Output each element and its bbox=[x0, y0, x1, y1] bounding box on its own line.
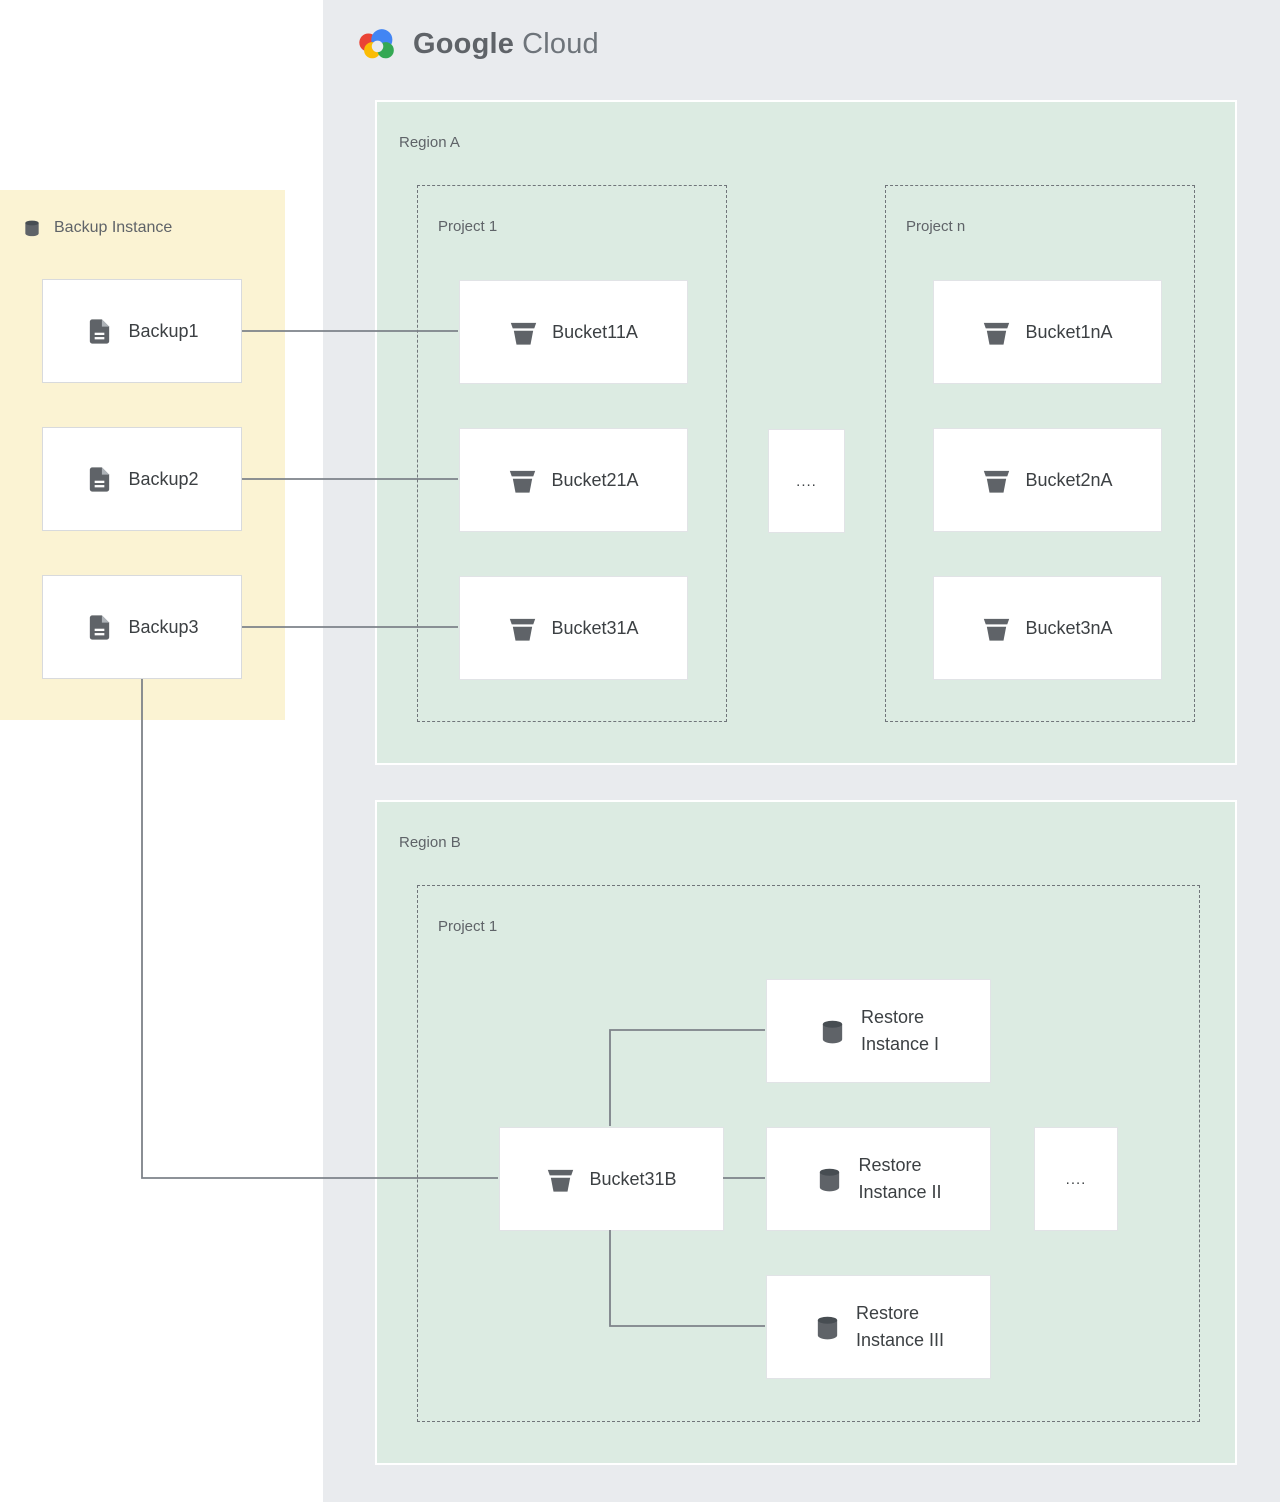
google-cloud-icon bbox=[355, 29, 401, 63]
node-label: Bucket11A bbox=[552, 321, 638, 342]
node-bucket3na: Bucket3nA bbox=[933, 576, 1162, 680]
ellipsis-box-region-a: .... bbox=[768, 429, 845, 533]
node-label: Bucket31A bbox=[551, 617, 639, 638]
node-label: Backup3 bbox=[128, 616, 199, 637]
node-bucket1na: Bucket1nA bbox=[933, 280, 1162, 384]
bucket-icon bbox=[510, 322, 537, 345]
node-label: Backup1 bbox=[128, 320, 199, 341]
region-a-label: Region A bbox=[399, 134, 460, 151]
ellipsis-box-region-b: .... bbox=[1034, 1127, 1118, 1231]
node-backup2: Backup2 bbox=[42, 427, 242, 531]
node-bucket31b: Bucket31B bbox=[499, 1127, 724, 1231]
node-restore-instance-2: Restore Instance II bbox=[766, 1127, 991, 1231]
backup-instance-panel: Backup Instance Backup1 Backup2 Backup3 bbox=[0, 190, 285, 720]
backup-instance-header: Backup Instance bbox=[20, 218, 172, 238]
ellipsis-text: .... bbox=[796, 472, 817, 490]
node-label: Bucket3nA bbox=[1025, 617, 1113, 638]
node-backup3: Backup3 bbox=[42, 575, 242, 679]
document-icon bbox=[90, 614, 110, 640]
node-label: Bucket1nA bbox=[1025, 321, 1113, 342]
node-bucket31a: Bucket31A bbox=[459, 576, 688, 680]
node-bucket2na: Bucket2nA bbox=[933, 428, 1162, 532]
document-icon bbox=[90, 318, 110, 344]
node-label: Bucket31B bbox=[589, 1168, 677, 1189]
node-label: Bucket2nA bbox=[1025, 469, 1113, 490]
bucket-icon bbox=[984, 322, 1010, 345]
node-bucket11a: Bucket11A bbox=[459, 280, 688, 384]
bucket-icon bbox=[984, 618, 1010, 641]
backup-panel-title: Backup Instance bbox=[54, 219, 173, 236]
region-a: Region A Project 1 Bucket11A Bucket21A B… bbox=[375, 100, 1237, 765]
logo-product: Cloud bbox=[522, 28, 599, 60]
project-1-label: Project 1 bbox=[438, 218, 498, 235]
bucket-icon bbox=[548, 1169, 574, 1192]
database-cylinder-icon bbox=[822, 1020, 843, 1043]
node-label: Restore Instance II bbox=[858, 1155, 942, 1202]
node-label: Backup2 bbox=[128, 468, 199, 489]
database-cylinder-icon bbox=[25, 220, 39, 237]
region-b: Region B Project 1 Restore Instance I Bu… bbox=[375, 800, 1237, 1465]
document-icon bbox=[90, 466, 110, 492]
region-a-project-1: Project 1 Bucket11A Bucket21A Bucket31A bbox=[417, 185, 727, 722]
database-cylinder-icon bbox=[820, 1168, 840, 1191]
project-n-label: Project n bbox=[906, 218, 966, 235]
logo-brand: Google bbox=[413, 28, 515, 60]
node-backup1: Backup1 bbox=[42, 279, 242, 383]
node-label: Restore Instance I bbox=[860, 1007, 940, 1054]
database-cylinder-icon bbox=[817, 1316, 838, 1339]
node-label: Restore Instance III bbox=[855, 1303, 945, 1350]
project-1-label: Project 1 bbox=[438, 918, 498, 935]
region-a-project-n: Project n Bucket1nA Bucket2nA Bucket3nA bbox=[885, 185, 1195, 722]
bucket-icon bbox=[510, 618, 536, 641]
bucket-icon bbox=[984, 470, 1010, 493]
node-label: Bucket21A bbox=[551, 469, 639, 490]
region-b-label: Region B bbox=[399, 834, 461, 851]
bucket-icon bbox=[510, 470, 536, 493]
node-bucket21a: Bucket21A bbox=[459, 428, 688, 532]
node-restore-instance-3: Restore Instance III bbox=[766, 1275, 991, 1379]
region-b-project-1: Project 1 Restore Instance I Bucket31B R… bbox=[417, 885, 1200, 1422]
node-restore-instance-1: Restore Instance I bbox=[766, 979, 991, 1083]
ellipsis-text: .... bbox=[1065, 1170, 1087, 1188]
